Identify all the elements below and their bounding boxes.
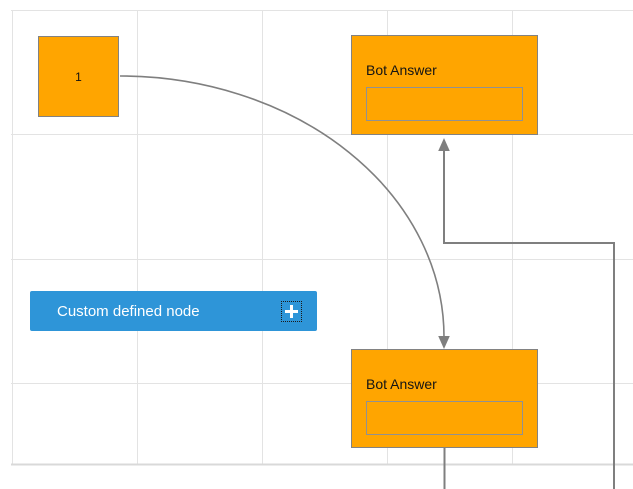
connector-elbow[interactable] bbox=[438, 138, 615, 489]
node-start-label: 1 bbox=[75, 69, 82, 84]
answer-text-field[interactable] bbox=[366, 401, 523, 435]
node-title: Bot Answer bbox=[366, 376, 437, 392]
connector-curve[interactable] bbox=[119, 75, 450, 349]
custom-node-label: Custom defined node bbox=[57, 302, 200, 320]
node-title: Bot Answer bbox=[366, 62, 437, 78]
plus-icon bbox=[285, 305, 298, 318]
answer-text-field[interactable] bbox=[366, 87, 523, 121]
node-custom-defined[interactable]: Custom defined node bbox=[30, 291, 317, 331]
arrowhead-down-icon bbox=[438, 336, 450, 349]
node-bot-answer-bottom[interactable]: Bot Answer bbox=[351, 349, 538, 448]
node-start[interactable]: 1 bbox=[38, 36, 119, 117]
arrowhead-up-icon bbox=[438, 138, 450, 151]
add-node-button[interactable] bbox=[281, 301, 302, 322]
node-bot-answer-top[interactable]: Bot Answer bbox=[351, 35, 538, 135]
